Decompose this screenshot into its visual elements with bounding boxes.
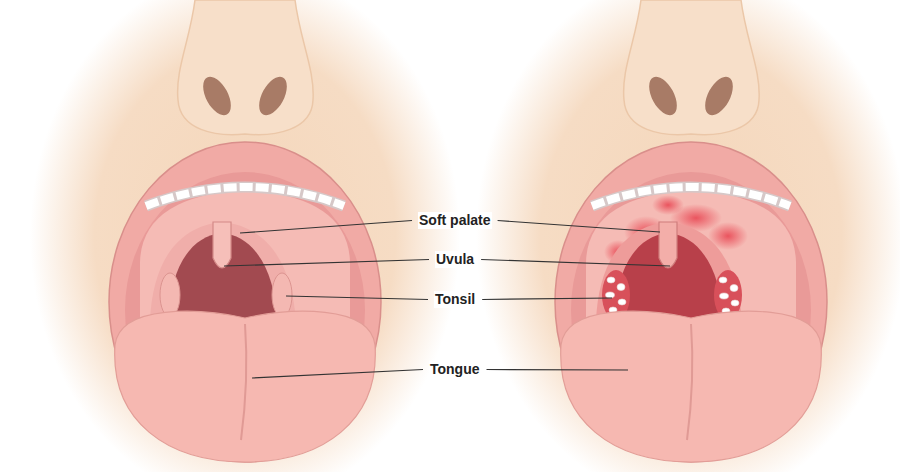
tongue [115,311,376,462]
spot [606,292,615,298]
inflamed-patch [652,195,684,215]
label-holder: Uvula [435,250,475,268]
face-inflamed-group [476,0,900,472]
spot [617,284,625,291]
tongue-groove [687,324,692,440]
part-label: Uvula [435,251,475,268]
leader-line [498,221,660,233]
leader-line [224,260,429,267]
tonsil-pillars [596,222,742,322]
tongue-groove [241,324,246,440]
face-healthy [30,0,460,472]
part-label: Tongue [429,361,481,378]
spot [731,300,739,306]
tonsil-pillars [150,222,296,322]
label-holder: Tongue [429,360,481,378]
leader-line [481,260,670,267]
label-holder: Soft palate [418,211,492,229]
spot [720,293,729,299]
leader-line [482,298,612,300]
leader-line [286,296,428,300]
part-label: Tonsil [434,291,476,308]
tongue [561,311,822,462]
leader-line [252,370,423,379]
uvula [659,222,677,268]
tonsil-spots [606,277,740,314]
tonsil [160,273,180,317]
face-inflamed [476,0,900,472]
uvula [213,222,231,268]
leader-line [240,221,412,234]
tonsil [272,273,292,317]
leader-line [487,369,628,371]
spot [607,277,615,283]
label-holder: Tonsil [434,290,476,308]
spot [730,285,738,292]
spot [618,299,626,305]
part-label: Soft palate [418,212,492,229]
spot [719,277,727,283]
